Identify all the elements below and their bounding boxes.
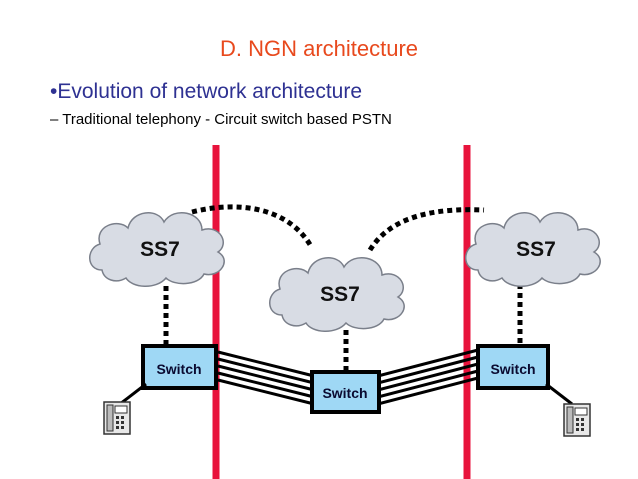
subtitle-text: – Traditional telephony - Circuit switch…	[50, 111, 392, 128]
ss7-cloud-label: SS7	[516, 238, 556, 261]
switch-label: Switch	[322, 385, 367, 401]
switch-left: Switch	[141, 344, 218, 390]
telephone-icon	[103, 401, 131, 435]
ss7-cloud-right: SS7	[464, 211, 601, 288]
bullet-text: •Evolution of network architecture	[50, 80, 363, 103]
trunk-bundle-right	[377, 348, 479, 406]
phone-link-left	[119, 382, 147, 406]
signaling-link-right	[367, 207, 485, 252]
trunk-bundle-left	[217, 350, 315, 406]
ss7-cloud-label: SS7	[320, 283, 360, 306]
ss7-cloud-label: SS7	[140, 238, 180, 261]
switch-label: Switch	[156, 361, 201, 377]
slide-title: D. NGN architecture	[219, 36, 419, 61]
ss7-cloud-left: SS7	[88, 211, 225, 288]
switch-label: Switch	[490, 361, 535, 377]
switch-center: Switch	[310, 370, 381, 414]
signaling-link-left	[191, 204, 315, 250]
phone-link-right	[545, 382, 573, 406]
ss7-cloud-center: SS7	[268, 256, 405, 333]
switch-right: Switch	[476, 344, 550, 390]
telephone-icon	[563, 403, 591, 437]
